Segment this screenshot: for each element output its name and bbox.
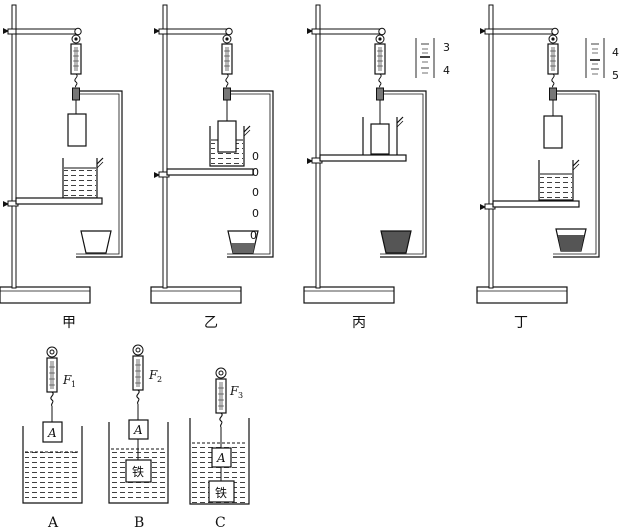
block-label: A: [216, 451, 226, 465]
label-yi: 乙: [204, 315, 218, 331]
label-jia: 甲: [62, 315, 76, 331]
scale-mark: 0: [250, 229, 257, 242]
setup-bottom-c: [189, 367, 250, 505]
dial-bottom: 4: [443, 64, 450, 77]
block-label: A: [133, 423, 143, 437]
force-label: F: [62, 373, 72, 387]
setup-jia: [0, 4, 123, 304]
setup-bottom-b: [108, 344, 169, 504]
force-sub: 3: [238, 391, 243, 400]
iron-label: 铁: [215, 486, 227, 500]
dial-top: 4: [612, 46, 619, 59]
label-bottom-c: C: [215, 515, 226, 531]
force-sub: 1: [71, 380, 76, 389]
setup-yi: [150, 4, 274, 304]
iron-label: 铁: [132, 465, 144, 479]
scale-mark: 0: [252, 207, 259, 220]
block-label: A: [47, 426, 57, 440]
label-ding: 丁: [514, 315, 528, 331]
scale-mark: 0: [252, 166, 259, 179]
force-label: F: [148, 368, 158, 382]
scale-marks-yi: 0 0 0 0 0: [250, 150, 259, 242]
force-sub: 2: [157, 375, 162, 384]
setup-bottom-a: [22, 346, 83, 504]
scale-mark: 0: [252, 150, 259, 163]
setup-ding: [476, 4, 600, 304]
dial-ding: 4 5: [585, 38, 619, 82]
scale-mark: 0: [252, 186, 259, 199]
force-label: F: [229, 384, 239, 398]
dial-bing: 3 4: [415, 38, 450, 78]
label-bing: 丙: [352, 315, 366, 331]
dial-top: 3: [443, 41, 450, 54]
label-bottom-b: B: [134, 515, 144, 531]
setup-bing: [303, 4, 427, 304]
label-bottom-a: A: [47, 515, 59, 531]
dial-bottom: 5: [612, 69, 619, 82]
